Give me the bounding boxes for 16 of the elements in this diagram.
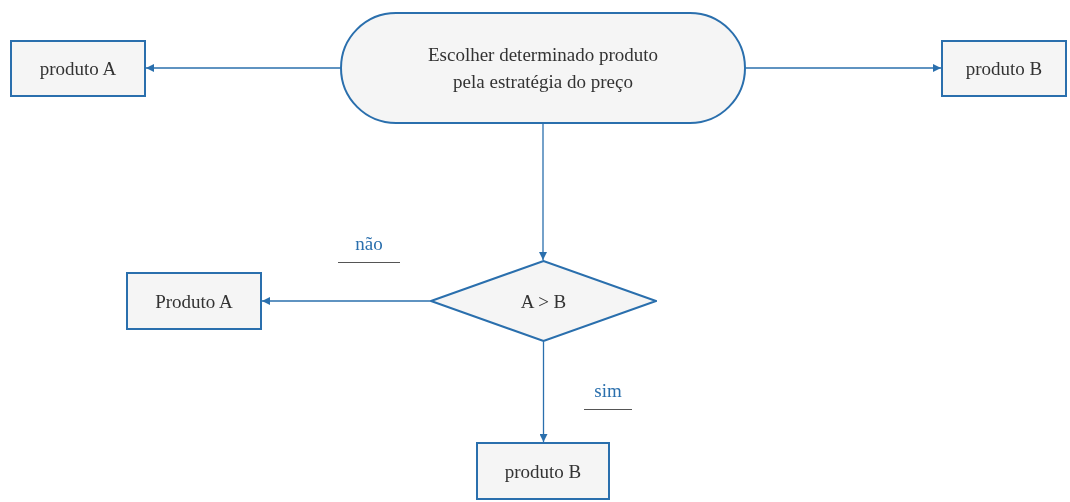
arrow — [745, 64, 942, 72]
node-text: Escolher determinado produto pela estratégia do preço — [426, 43, 659, 94]
node-text: Produto A — [155, 289, 233, 314]
decision-diamond — [430, 260, 657, 342]
arrow — [145, 64, 341, 72]
arrow — [539, 123, 547, 261]
process-box — [10, 40, 146, 97]
arrow — [539, 341, 548, 443]
node-text: produto B — [965, 57, 1043, 81]
process-box — [941, 40, 1067, 97]
node-text: produto A — [39, 57, 117, 81]
process-box — [126, 272, 262, 330]
arrow — [261, 297, 431, 305]
process-box — [476, 442, 610, 500]
node-text: produto B — [504, 459, 582, 484]
node-text: A > B — [520, 289, 567, 314]
